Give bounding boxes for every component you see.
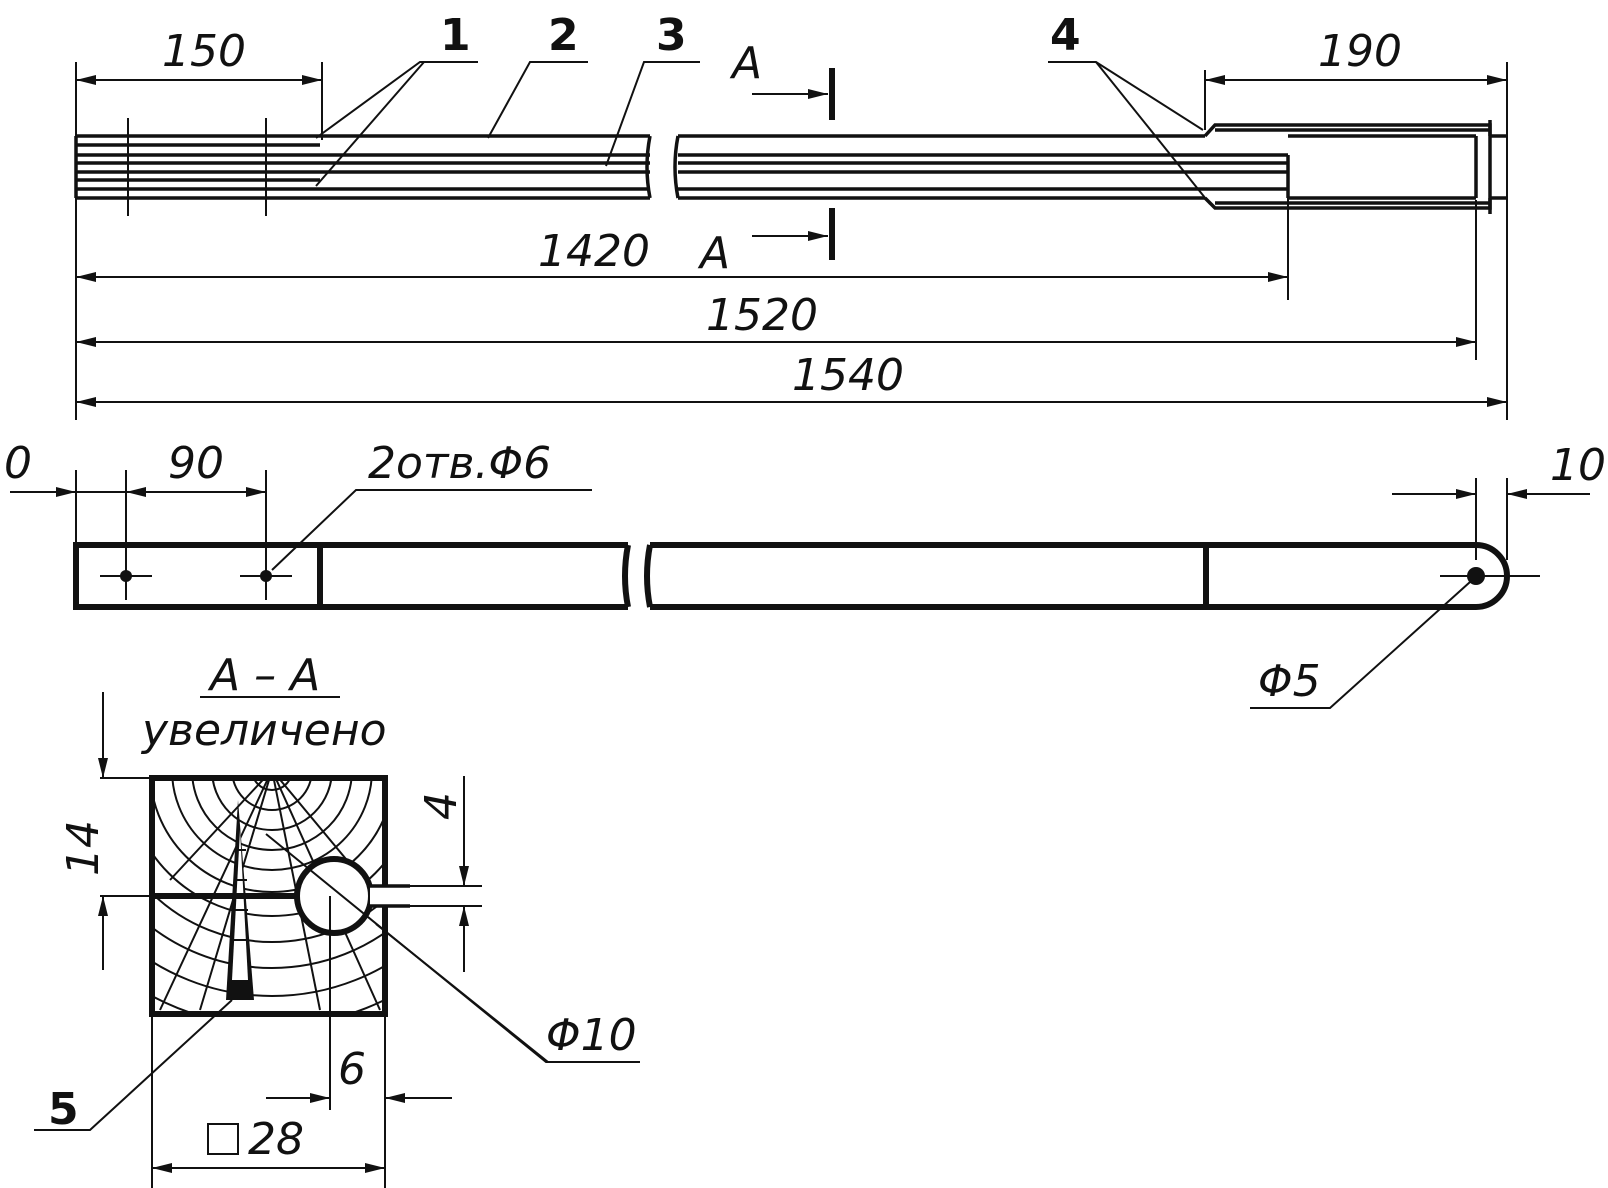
callout-5: 5 <box>48 1084 79 1135</box>
section-mark-top: A <box>729 38 762 89</box>
dim-90: 90 <box>168 438 224 489</box>
section-a-a: A – A увеличено <box>34 650 640 1188</box>
top-view: A A 150 190 1420 1520 1540 1 2 3 4 <box>74 10 1508 420</box>
dim-150: 150 <box>162 26 246 77</box>
wood-grain <box>152 778 385 1014</box>
spar-left-part <box>74 118 652 216</box>
dim-4: 4 <box>416 792 467 820</box>
section-subtitle: увеличено <box>140 705 387 756</box>
callout-3: 3 <box>656 10 687 61</box>
dim-0: 0 <box>4 438 32 489</box>
square-symbol <box>207 1123 239 1155</box>
dim-6: 6 <box>338 1044 366 1095</box>
callout-4: 4 <box>1050 10 1081 61</box>
holes-note: 2отв.Φ6 <box>368 438 551 489</box>
dim-phi5: Φ5 <box>1258 656 1321 707</box>
spar-right-part <box>673 120 1507 214</box>
dim-14: 14 <box>58 820 109 876</box>
dim-1420: 1420 <box>538 226 650 277</box>
dim-1520: 1520 <box>706 290 818 341</box>
callout-1: 1 <box>440 10 471 61</box>
dim-10: 10 <box>1550 440 1606 491</box>
side-view: 0 90 2отв.Φ6 10 Φ5 <box>4 438 1606 709</box>
tube-hole <box>294 856 374 936</box>
dim-1540: 1540 <box>792 350 904 401</box>
dim-190: 190 <box>1318 26 1402 77</box>
dim-phi10: Φ10 <box>546 1010 637 1061</box>
section-title: A – A <box>207 650 320 701</box>
section-mark-bottom: A <box>697 228 730 279</box>
callout-2: 2 <box>548 10 579 61</box>
dim-28: 28 <box>248 1114 304 1165</box>
